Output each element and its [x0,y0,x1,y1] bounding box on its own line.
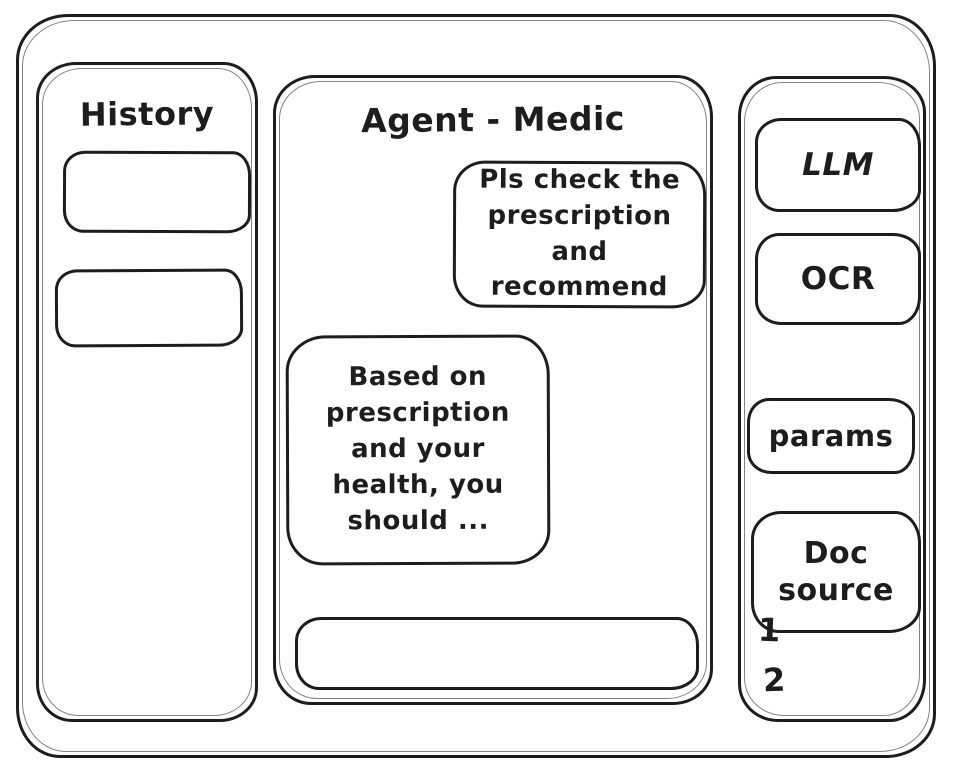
history-panel-title: History [79,94,215,134]
chat-panel: Agent - Medic Pls check the prescription… [273,75,713,705]
doc-source-note-2: 2 [762,660,787,700]
agent-message-bubble: Based on prescription and your health, y… [285,334,551,566]
history-item-2[interactable] [54,268,244,348]
user-message-bubble: Pls check the prescription and recommend [452,160,707,309]
doc-source-note-1: 1 [757,610,782,650]
history-panel: History [36,62,258,722]
params-button[interactable]: params [747,398,915,474]
tools-panel: LLM OCR params Doc source 1 2 [738,76,926,722]
history-item-1[interactable] [62,150,252,234]
chat-title: Agent - Medic [360,98,626,141]
ocr-button[interactable]: OCR [755,233,921,325]
chat-message-input[interactable] [295,617,699,690]
llm-button[interactable]: LLM [755,118,921,212]
doc-source-button[interactable]: Doc source [751,511,921,633]
